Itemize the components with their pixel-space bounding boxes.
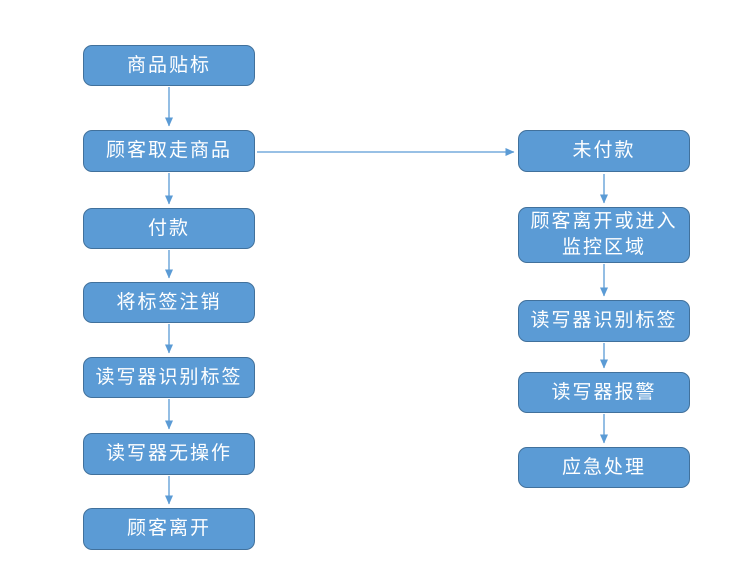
node-customer-takes-item: 顾客取走商品 <box>83 130 255 172</box>
node-customer-leaves: 顾客离开 <box>83 508 255 550</box>
node-customer-enters-monitored-area: 顾客离开或进入 监控区域 <box>518 207 690 263</box>
node-emergency-handling: 应急处理 <box>518 447 690 488</box>
node-reader-identifies-tag-2: 读写器识别标签 <box>518 300 690 342</box>
node-reader-identifies-tag: 读写器识别标签 <box>83 357 255 398</box>
node-reader-alarm: 读写器报警 <box>518 372 690 413</box>
node-product-labeling: 商品贴标 <box>83 45 255 86</box>
node-tag-deactivation: 将标签注销 <box>83 282 255 323</box>
node-payment: 付款 <box>83 208 255 249</box>
node-unpaid: 未付款 <box>518 130 690 172</box>
node-reader-no-action: 读写器无操作 <box>83 433 255 475</box>
